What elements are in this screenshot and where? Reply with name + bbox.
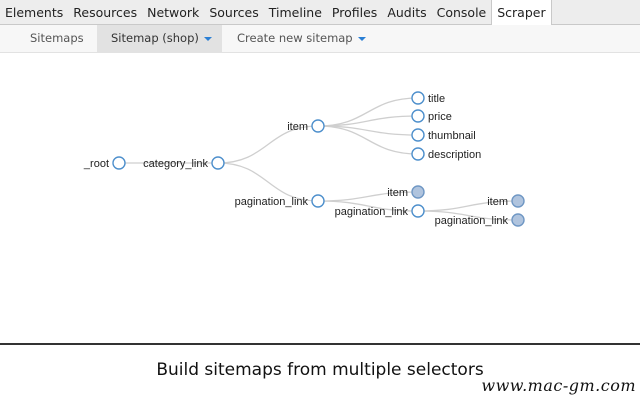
graph-node-pl2-item[interactable]: item — [487, 194, 525, 208]
tab-profiles[interactable]: Profiles — [331, 5, 378, 20]
node-label: item — [387, 187, 408, 199]
caption: Build sitemaps from multiple selectors — [156, 360, 484, 380]
tab-resources[interactable]: Resources — [73, 5, 138, 20]
nav-create-sitemap-label: Create new sitemap — [237, 31, 353, 45]
caret-down-icon — [203, 36, 212, 41]
tab-network[interactable]: Network — [147, 5, 200, 20]
watermark: www.mac-gm.com — [481, 376, 636, 395]
nav-sitemap-dropdown[interactable]: Sitemap (shop) — [97, 25, 222, 52]
node-label: item — [287, 121, 308, 133]
graph-edges — [119, 97, 519, 221]
tab-console[interactable]: Console — [436, 5, 487, 20]
node-label: item — [487, 196, 508, 208]
nav-sitemap-label: Sitemap (shop) — [111, 31, 199, 45]
node-circle-icon[interactable] — [511, 213, 525, 227]
node-label: price — [428, 111, 452, 123]
nav-sitemaps-label: Sitemaps — [30, 31, 84, 45]
nav-sitemaps[interactable]: Sitemaps — [16, 25, 98, 52]
tab-elements[interactable]: Elements — [5, 5, 64, 20]
graph-edge — [217, 125, 319, 164]
graph-node-item[interactable]: item — [287, 119, 325, 133]
graph-node-root[interactable]: _root — [83, 156, 126, 170]
tab-sources[interactable]: Sources — [209, 5, 259, 20]
node-circle-icon[interactable] — [112, 156, 126, 170]
graph-edge — [317, 97, 419, 127]
node-circle-icon[interactable] — [411, 204, 425, 218]
node-label: pagination_link — [235, 196, 309, 208]
graph-edge — [317, 200, 419, 212]
node-circle-icon[interactable] — [311, 119, 325, 133]
tab-scraper[interactable]: Scraper — [491, 0, 552, 25]
node-label: description — [428, 149, 481, 161]
tab-timeline[interactable]: Timeline — [268, 5, 322, 20]
divider — [0, 343, 640, 345]
node-circle-icon[interactable] — [411, 91, 425, 105]
graph-node-pagination-link[interactable]: pagination_link — [235, 194, 325, 208]
node-circle-icon[interactable] — [411, 109, 425, 123]
node-circle-icon[interactable] — [411, 185, 425, 199]
node-label: pagination_link — [335, 206, 409, 218]
node-circle-icon[interactable] — [411, 147, 425, 161]
graph-edge — [217, 162, 319, 202]
tab-audits[interactable]: Audits — [387, 5, 427, 20]
graph-node-title[interactable]: title — [411, 91, 445, 105]
node-circle-icon[interactable] — [211, 156, 225, 170]
nav-create-sitemap-dropdown[interactable]: Create new sitemap — [223, 25, 380, 52]
graph-node-category-link[interactable]: category_link — [143, 156, 225, 170]
graph-node-description[interactable]: description — [411, 147, 481, 161]
graph-node-pl-pagination-link[interactable]: pagination_link — [335, 204, 425, 218]
graph-edge — [417, 200, 519, 212]
graph-edge — [317, 115, 419, 127]
node-label: _root — [83, 158, 109, 170]
graph-node-pl2-pagination-link[interactable]: pagination_link — [435, 213, 525, 227]
node-circle-icon[interactable] — [311, 194, 325, 208]
graph-node-price[interactable]: price — [411, 109, 452, 123]
graph-node-pl-item[interactable]: item — [387, 185, 425, 199]
graph-edge — [317, 191, 419, 202]
node-label: category_link — [143, 158, 208, 170]
devtools-tab-bar: Elements Resources Network Sources Timel… — [0, 0, 640, 25]
graph-edge — [317, 125, 419, 155]
node-label: title — [428, 93, 445, 105]
node-circle-icon[interactable] — [511, 194, 525, 208]
sitemap-navbar: Sitemaps Sitemap (shop) Create new sitem… — [0, 25, 640, 53]
graph-node-thumbnail[interactable]: thumbnail — [411, 128, 476, 142]
caret-down-icon — [357, 36, 366, 41]
graph-edge — [417, 210, 519, 221]
node-circle-icon[interactable] — [411, 128, 425, 142]
node-label: pagination_link — [435, 215, 509, 227]
node-label: thumbnail — [428, 130, 476, 142]
